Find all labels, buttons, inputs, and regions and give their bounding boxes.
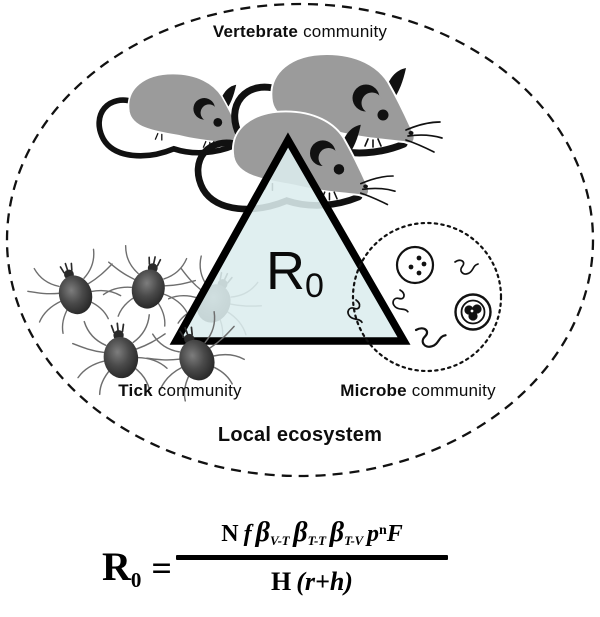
vertebrate-word: Vertebrate (212, 22, 299, 41)
term-r-plus-h: (r+h) (296, 567, 353, 596)
microbe-cell-cluster-icon (454, 293, 492, 331)
community-word: community (303, 22, 388, 41)
local-ecosystem-boundary (5, 2, 595, 478)
r0-subscript: 0 (305, 267, 324, 305)
r0-triangle (169, 132, 411, 345)
formula-r-symbol: R (102, 544, 131, 589)
term-F: F (386, 521, 403, 547)
term-H: H (271, 567, 292, 596)
fraction-bar (176, 555, 448, 560)
microbe-word: Microbe (340, 381, 407, 400)
tick-word: Tick (118, 381, 153, 400)
term-beta-TV-subscript: T-V (344, 533, 363, 548)
local-ecosystem-label: Local ecosystem (218, 424, 382, 447)
term-f: f (243, 521, 252, 547)
microbe-community-circle (351, 221, 503, 373)
term-p-superscript: n (378, 523, 387, 538)
term-beta-TT-subscript: T-T (307, 533, 326, 548)
formula-denominator: H(r+h) (271, 569, 353, 595)
equals-sign: = (151, 548, 172, 588)
formula-lhs: R0 = (102, 547, 172, 591)
term-beta-TT: β (293, 517, 308, 548)
community-word: community (411, 381, 496, 400)
term-beta-VT-subscript: V-T (269, 533, 290, 548)
microbe-cell-dots-icon (395, 245, 435, 285)
term-beta-VT: β (255, 517, 270, 548)
term-beta-TV: β (329, 517, 345, 548)
term-N: N (221, 521, 239, 547)
formula-r-subscript: 0 (130, 568, 142, 592)
r0-triangle-label: R0 (266, 244, 324, 303)
community-word: community (157, 381, 242, 400)
term-p: p (366, 521, 379, 547)
ecosystem-text: Local ecosystem (217, 424, 383, 446)
r0-symbol: R (266, 241, 305, 301)
